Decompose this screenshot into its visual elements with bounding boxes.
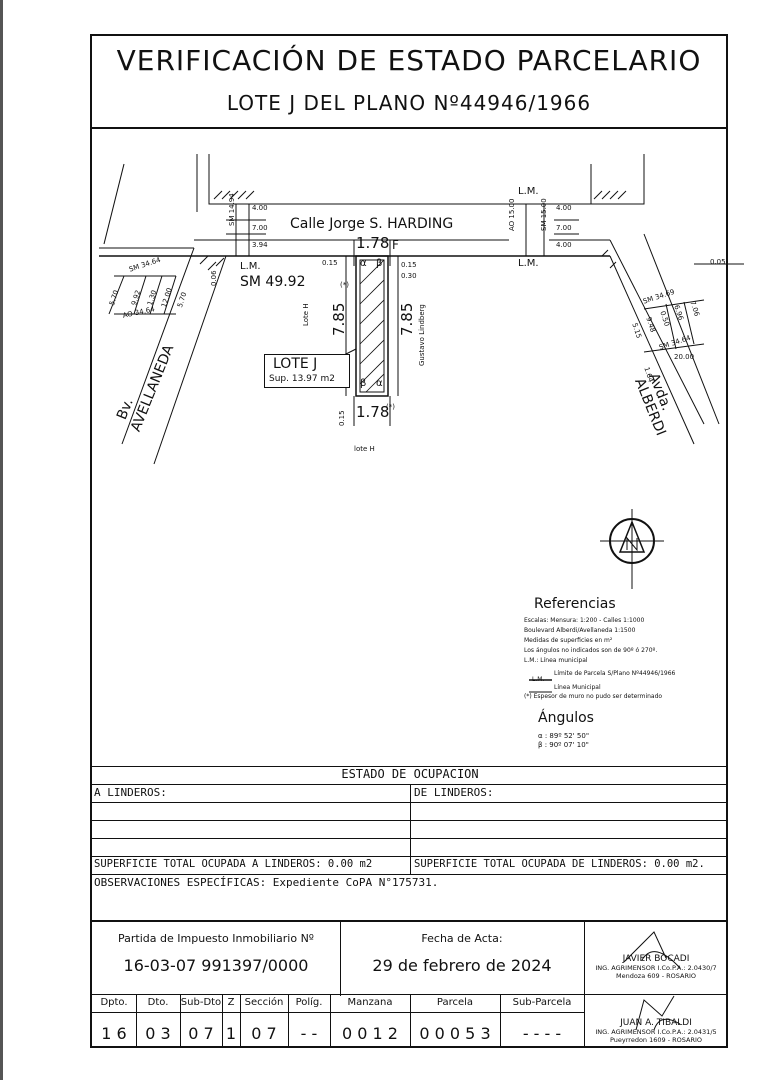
angle-beta-value: β : 90º 07' 10" (538, 741, 589, 749)
street-name: Calle Jorge S. HARDING (290, 216, 454, 232)
legend-star-note: (*) Espesor de muro no pudo ser determin… (524, 693, 663, 700)
signature-2-name: JUAN A. TIBALDI (620, 1018, 692, 1028)
lot-back-dimension: 1.78 (356, 403, 390, 421)
signature-marks (623, 931, 681, 1031)
reference-line: Los ángulos no indicados son de 90º ó 27… (524, 647, 658, 654)
point-f-label: F (392, 238, 399, 252)
angle-alpha-bottom-right: α (376, 378, 383, 389)
lot-left-side-dimension: 7.85 (330, 302, 348, 336)
value-polig: - - (300, 1024, 318, 1043)
header-sub-parcela: Sub-Parcela (512, 997, 572, 1008)
dim-700-left: 7.00 (252, 224, 268, 232)
dim-400-right: 4.00 (556, 204, 572, 212)
neighbor-left-label: Lote H (302, 303, 310, 326)
title-divider (92, 127, 728, 129)
lot-j-name: LOTE J (273, 356, 318, 372)
dim-030: 0.30 (401, 272, 417, 280)
lm-right-label: L.M. (518, 258, 539, 269)
reference-line: Medidas de superficies en m² (524, 637, 613, 644)
dim-006: 0.06 (210, 270, 218, 286)
superficie-de-linderos: SUPERFICIE TOTAL OCUPADA DE LINDEROS: 0.… (414, 858, 705, 870)
legend-lm-tag: L.M. (532, 676, 545, 683)
sm-4992-label: SM 49.92 (240, 274, 306, 290)
ao-1500-label: AO 15.00 (508, 198, 516, 231)
reference-line: Boulevard Alberdi/Avellaneda 1:1500 (524, 627, 636, 634)
value-dto: 0 3 (145, 1024, 171, 1043)
signature-1-address: Mendoza 609 - ROSARIO (615, 972, 697, 980)
observaciones-especificas: OBSERVACIONES ESPECÍFICAS: Expediente Co… (94, 876, 439, 889)
dim-015-bottom: 0.15 (338, 410, 346, 426)
lot-right-side-dimension: 7.85 (398, 302, 416, 336)
value-parcela: 0 0 0 5 3 (419, 1024, 491, 1043)
references-list: Escalas: Mensura: 1:200 - Calles 1:1000 … (524, 616, 657, 666)
legend-parcel-limit: Límite de Parcela S/Plano Nº44946/1966 (554, 670, 676, 677)
plan-sheet: VERIFICACIÓN DE ESTADO PARCELARIO LOTE J… (90, 34, 744, 1048)
neighbor-right-label: Gustavo Lindberg (418, 304, 426, 366)
legend-municipal-line: Línea Municipal (554, 684, 601, 691)
header-sub-dto: Sub-Dto (180, 997, 222, 1008)
references-title: Referencias (534, 596, 616, 612)
left-edge (0, 0, 3, 1080)
header-manzana: Manzana (347, 997, 393, 1008)
sm-1494-label: SM 14.94 (228, 193, 236, 226)
document-title: VERIFICACIÓN DE ESTADO PARCELARIO (116, 44, 702, 77)
angle-beta-bottom-left: β (360, 378, 367, 389)
angle-beta-top-right: β (376, 258, 383, 269)
lot-j-label-box: LOTE J Sup. 13.97 m2 (264, 354, 350, 388)
value-sub-dto: 0 7 (188, 1024, 214, 1043)
value-sub-parcela: - - - - (522, 1024, 562, 1043)
dim-005: 0.05 (710, 258, 726, 266)
header-dto: Dto. (147, 997, 169, 1008)
signature-1-title: ING. AGRIMENSOR I.Co.P.A.: 2.0430/7 (595, 964, 717, 972)
note-star-top: (*) (340, 281, 349, 289)
value-z: 1 (225, 1024, 237, 1043)
neighbor-bottom-label: lote H (354, 445, 375, 453)
partida-value: 16-03-07 991397/0000 (123, 956, 309, 975)
sm-1500-label: SM 15.00 (540, 198, 548, 231)
header-parcela: Parcela (436, 997, 474, 1008)
ocupacion-title: ESTADO DE OCUPACION (341, 767, 479, 781)
superficie-a-linderos: SUPERFICIE TOTAL OCUPADA A LINDEROS: 0.0… (94, 858, 373, 870)
signature-2-address: Pueyrredon 1609 - ROSARIO (609, 1036, 703, 1044)
angle-alpha-value: α : 89º 52' 50" (538, 732, 590, 740)
value-manzana: 0 0 1 2 (342, 1024, 398, 1043)
header-polig: Políg. (295, 997, 323, 1008)
lm-left-label: L.M. (240, 261, 261, 272)
lm-right-top-label: L.M. (518, 186, 539, 197)
a-linderos-label: A LINDEROS: (94, 786, 167, 799)
dim-700-right: 7.00 (556, 224, 572, 232)
dim-015-right: 0.15 (401, 261, 417, 269)
lot-front-dimension: 1.78 (356, 234, 390, 252)
value-seccion: 0 7 (251, 1024, 277, 1043)
partida-label: Partida de Impuesto Inmobiliario Nº (118, 932, 314, 945)
header-seccion: Sección (244, 997, 284, 1008)
de-linderos-label: DE LINDEROS: (414, 786, 494, 799)
header-z: Z (227, 997, 235, 1008)
angle-alpha-top-left: α (360, 258, 367, 269)
document-subtitle: LOTE J DEL PLANO Nº44946/1966 (226, 91, 592, 115)
reference-line: L.M.: Línea municipal (524, 657, 588, 664)
signature-2-title: ING. AGRIMENSOR I.Co.P.A.: 2.0431/5 (595, 1028, 717, 1036)
fecha-acta-label: Fecha de Acta: (421, 932, 503, 945)
reference-line: Escalas: Mensura: 1:200 - Calles 1:1000 (524, 617, 645, 624)
signature-1-name: JAVIER BOCADI (622, 954, 690, 964)
dim-400-left: 4.00 (252, 204, 268, 212)
fecha-acta-value: 29 de febrero de 2024 (372, 956, 552, 975)
dim-2000: 20.00 (674, 353, 695, 361)
dim-394-left: 3.94 (252, 241, 268, 249)
dim-400-right-2: 4.00 (556, 241, 572, 249)
angles-title: Ángulos (538, 710, 594, 726)
plan-drawing (99, 154, 744, 693)
dim-015-left: 0.15 (322, 259, 338, 267)
value-dpto: 1 6 (101, 1024, 127, 1043)
header-dpto: Dpto. (100, 997, 128, 1008)
note-star-bottom: (*) (386, 403, 395, 411)
lot-j-area: Sup. 13.97 m2 (269, 374, 335, 384)
